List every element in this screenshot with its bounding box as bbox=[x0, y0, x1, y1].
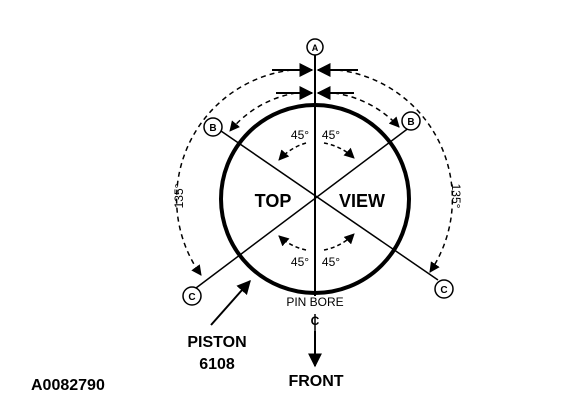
point-b-left-marker bbox=[203, 117, 223, 137]
figure-id: A0082790 bbox=[31, 377, 105, 394]
diagonal-b-right-to-c-left bbox=[195, 126, 411, 289]
piston-leader-arrow bbox=[210, 279, 251, 326]
point-c-right-label: C bbox=[440, 285, 447, 296]
pin-bore-label: PIN BORE bbox=[286, 295, 343, 309]
arc-45-upper-left bbox=[278, 142, 307, 161]
front-label: FRONT bbox=[288, 373, 343, 390]
point-c-left-label: C bbox=[188, 292, 195, 303]
angle-lower-right: 45° bbox=[322, 255, 340, 269]
arc-to-b-right bbox=[333, 92, 400, 128]
angle-side-left: 135° bbox=[172, 183, 186, 208]
piston-part-number: 6108 bbox=[199, 356, 235, 373]
arc-135-left bbox=[175, 69, 293, 276]
point-c-left-marker bbox=[182, 286, 202, 306]
piston-name: PISTON bbox=[187, 334, 246, 351]
point-b-right-label: B bbox=[407, 117, 414, 128]
arc-45-lower-left bbox=[278, 235, 307, 251]
point-b-left-label: B bbox=[209, 123, 216, 134]
point-a-marker bbox=[306, 38, 324, 56]
view-label-view: VIEW bbox=[339, 191, 385, 211]
arc-45-upper-right bbox=[323, 142, 355, 159]
point-c-right-marker bbox=[434, 279, 454, 299]
angle-side-right: 135° bbox=[449, 184, 463, 209]
angle-lower-left: 45° bbox=[291, 255, 309, 269]
point-a-label: A bbox=[312, 43, 319, 53]
arc-135-right bbox=[337, 69, 454, 273]
view-label-top: TOP bbox=[255, 191, 292, 211]
diagonal-b-left-to-c-right bbox=[220, 130, 439, 281]
arc-to-b-left bbox=[229, 92, 297, 132]
point-b-right-marker bbox=[401, 111, 421, 131]
arc-45-lower-right bbox=[323, 233, 355, 251]
angle-upper-left: 45° bbox=[291, 128, 309, 142]
angle-upper-right: 45° bbox=[322, 128, 340, 142]
